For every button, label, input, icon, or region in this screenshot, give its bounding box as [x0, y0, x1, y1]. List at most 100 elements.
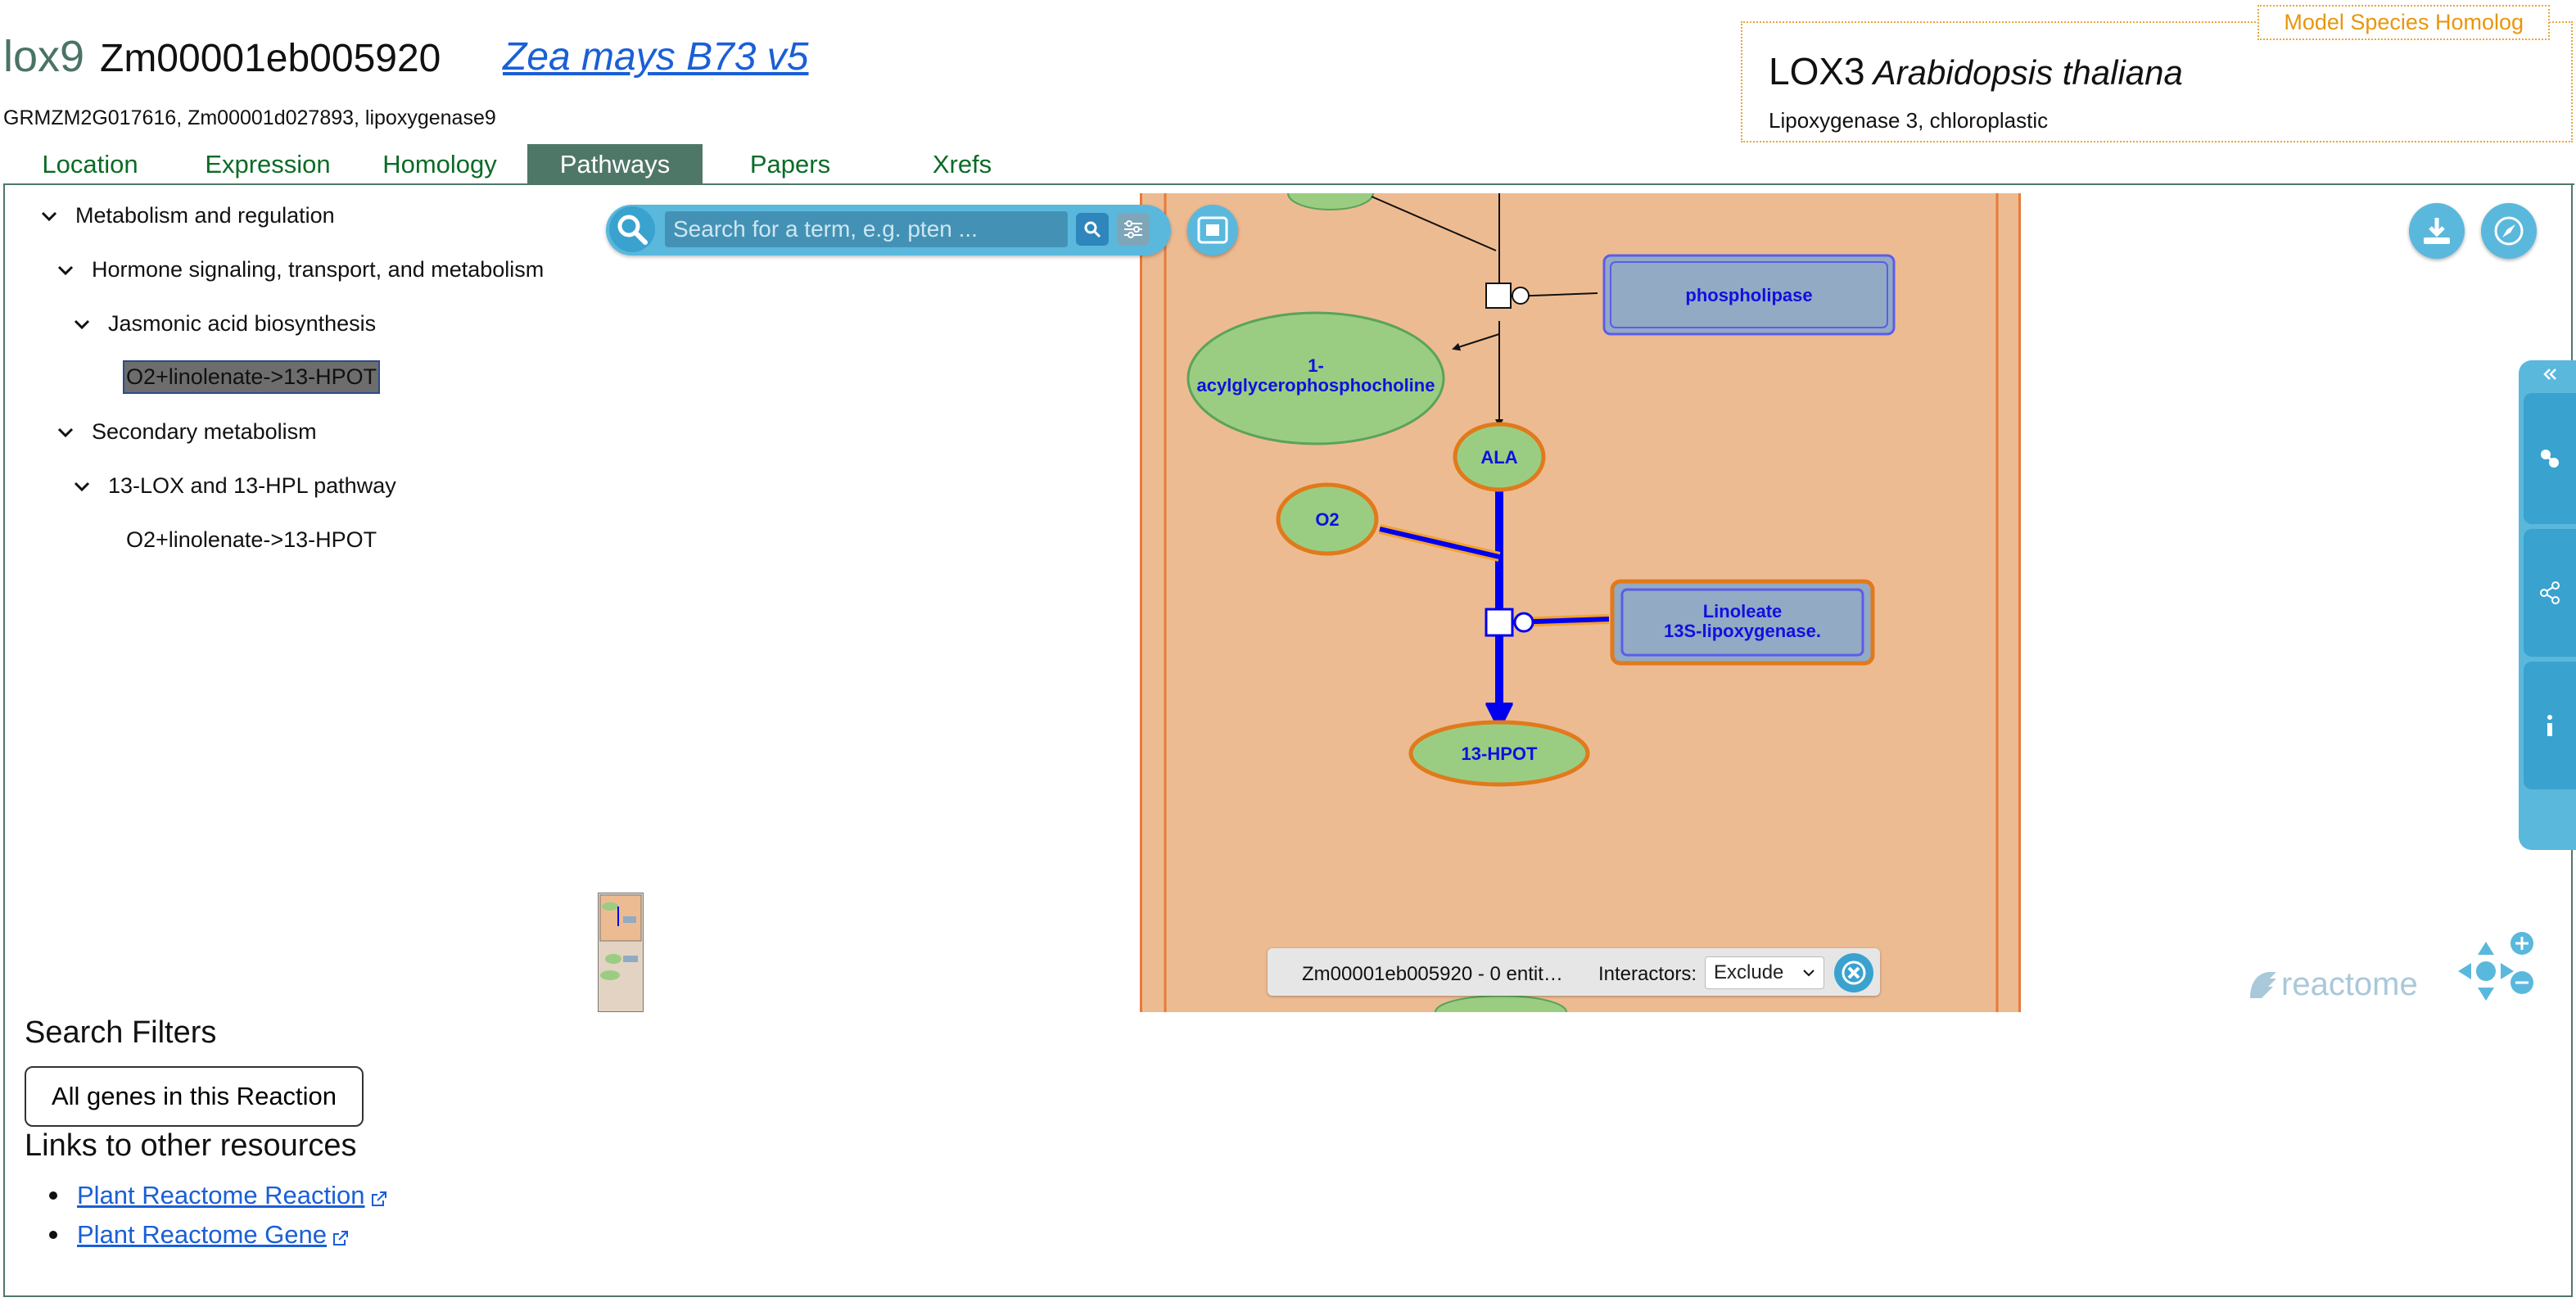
protein-node-inner — [1620, 588, 1864, 657]
tab-homology[interactable]: Homology — [382, 150, 497, 179]
gene-id: Zm00001eb005920 — [100, 37, 441, 80]
homolog-symbol: LOX3 — [1769, 50, 1865, 93]
chevron-down-icon — [1803, 970, 1814, 977]
homolog-description: Lipoxygenase 3, chloroplastic — [1769, 108, 2049, 133]
chevron-down-icon — [74, 319, 90, 329]
entity-node-partial[interactable] — [1435, 995, 1567, 1012]
side-tab-analysis[interactable] — [2524, 393, 2576, 524]
reaction-node-highlighted[interactable] — [1485, 608, 1514, 637]
side-tab-strip — [2519, 360, 2576, 850]
reaction-edge — [1371, 196, 1497, 251]
compass-icon — [2494, 216, 2524, 246]
close-icon — [1842, 961, 1866, 985]
interactors-select[interactable]: Exclude — [1705, 956, 1824, 989]
plant-reactome-reaction-link[interactable]: Plant Reactome Reaction — [77, 1181, 365, 1209]
tab-location[interactable]: Location — [42, 150, 138, 179]
node-label-acyl-2: acylglycerophosphocholine — [1197, 375, 1435, 396]
share-icon — [2540, 581, 2560, 604]
node-label-phospholipase: phospholipase — [1685, 285, 1812, 305]
tab-expression[interactable]: Expression — [205, 150, 331, 179]
node-label-acyl-1: 1- — [1308, 355, 1324, 376]
double-chevron-left-icon — [2543, 368, 2556, 380]
sliders-icon — [1124, 220, 1142, 238]
fit-screen-icon — [1197, 216, 1228, 244]
plant-reactome-gene-link[interactable]: Plant Reactome Gene — [77, 1220, 328, 1249]
links-heading: Links to other resources — [25, 1128, 357, 1163]
entity-node-ala[interactable] — [1453, 422, 1546, 492]
catalyst-circle-highlighted — [1513, 612, 1534, 633]
download-button[interactable] — [2409, 203, 2465, 259]
protein-node-inner — [1610, 261, 1888, 328]
tree-item-label: Metabolism and regulation — [75, 203, 335, 228]
interactors-selected-value: Exclude — [1714, 961, 1784, 983]
node-label-lox-2: 13S-lipoxygenase. — [1664, 621, 1821, 641]
tree-item-label: O2+linolenate->13-HPOT — [126, 527, 377, 552]
node-label-o2: O2 — [1315, 509, 1339, 530]
tree-item-jasmonic[interactable]: Jasmonic acid biosynthesis — [74, 311, 376, 337]
info-icon — [2547, 715, 2552, 736]
tree-item-label: Hormone signaling, transport, and metabo… — [92, 257, 545, 282]
collapse-toggle[interactable] — [2524, 360, 2576, 388]
list-item: Plant Reactome Reaction — [49, 1181, 388, 1210]
tab-xrefs[interactable]: Xrefs — [932, 150, 992, 179]
node-label-ala: ALA — [1480, 447, 1517, 468]
tree-item-reaction[interactable]: O2+linolenate->13-HPOT — [126, 527, 377, 553]
side-tab-share[interactable] — [2524, 529, 2576, 657]
tree-item-label: Jasmonic acid biosynthesis — [108, 311, 377, 336]
tree-item-metabolism[interactable]: Metabolism and regulation — [41, 203, 335, 228]
search-options-button[interactable] — [1117, 213, 1150, 246]
reaction-node[interactable] — [1485, 283, 1512, 309]
pan-down-button[interactable] — [2478, 988, 2494, 1001]
external-link-icon — [333, 1231, 349, 1245]
genome-link[interactable]: Zea mays B73 v5 — [503, 35, 809, 79]
pan-center — [2476, 961, 2496, 981]
pan-right-button[interactable] — [2501, 963, 2514, 979]
pathway-diagram[interactable]: phospholipase 1- acylglycerophosphocholi… — [1140, 193, 2021, 1012]
tree-item-secondary[interactable]: Secondary metabolism — [57, 419, 317, 445]
entity-node-o2[interactable] — [1276, 482, 1379, 556]
entity-node-acylglycerophosphocholine[interactable] — [1186, 311, 1445, 445]
close-analysis-button[interactable] — [1834, 953, 1873, 992]
gene-symbol: lox9 — [3, 32, 85, 81]
fit-diagram-button[interactable] — [1187, 205, 1238, 255]
zoom-in-button[interactable] — [2510, 932, 2533, 955]
zoom-out-button[interactable] — [2510, 971, 2533, 994]
chevron-down-icon — [74, 481, 90, 491]
entity-node-13-hpot[interactable] — [1408, 720, 1590, 787]
external-link-icon — [371, 1191, 386, 1206]
diagram-thumbnail[interactable] — [598, 893, 644, 1012]
pan-up-button[interactable] — [2478, 942, 2494, 955]
tree-item-hormone[interactable]: Hormone signaling, transport, and metabo… — [57, 257, 544, 283]
tab-papers[interactable]: Papers — [749, 150, 831, 179]
entity-node-partial[interactable] — [1287, 193, 1374, 210]
search-submit-button[interactable] — [1076, 213, 1109, 246]
list-item: Plant Reactome Gene — [49, 1220, 350, 1250]
navigation-controls — [2448, 930, 2538, 1012]
bullet — [49, 1231, 57, 1239]
tab-pathways[interactable]: Pathways — [527, 144, 703, 185]
search-icon — [1084, 221, 1101, 238]
protein-node-lipoxygenase[interactable] — [1610, 579, 1875, 666]
search-icon[interactable] — [609, 206, 655, 252]
protein-node-phospholipase[interactable] — [1602, 254, 1896, 336]
tree-item-reaction-selected[interactable]: O2+linolenate->13-HPOT — [123, 360, 381, 394]
bullet — [49, 1191, 57, 1200]
side-tab-info[interactable] — [2524, 662, 2576, 789]
explore-button[interactable] — [2481, 203, 2537, 259]
node-label-lox-1: Linoleate — [1703, 601, 1783, 622]
gene-synonyms: GRMZM2G017616, Zm00001d027893, lipoxygen… — [3, 106, 496, 129]
all-genes-in-reaction-button[interactable]: All genes in this Reaction — [25, 1066, 364, 1127]
thumbnail-preview — [599, 893, 643, 1011]
highlighted-edge — [1379, 527, 1500, 559]
homolog-species: Arabidopsis thaliana — [1873, 53, 2183, 92]
search-input[interactable] — [665, 211, 1068, 247]
diagram-canvas: phospholipase 1- acylglycerophosphocholi… — [1164, 193, 1999, 1012]
chevron-down-icon — [57, 265, 74, 275]
pan-left-button[interactable] — [2458, 963, 2471, 979]
tab-divider — [3, 183, 2574, 185]
chevron-down-icon — [41, 211, 57, 221]
tree-item-13lox[interactable]: 13-LOX and 13-HPL pathway — [74, 473, 396, 499]
chevron-down-icon — [57, 427, 74, 437]
